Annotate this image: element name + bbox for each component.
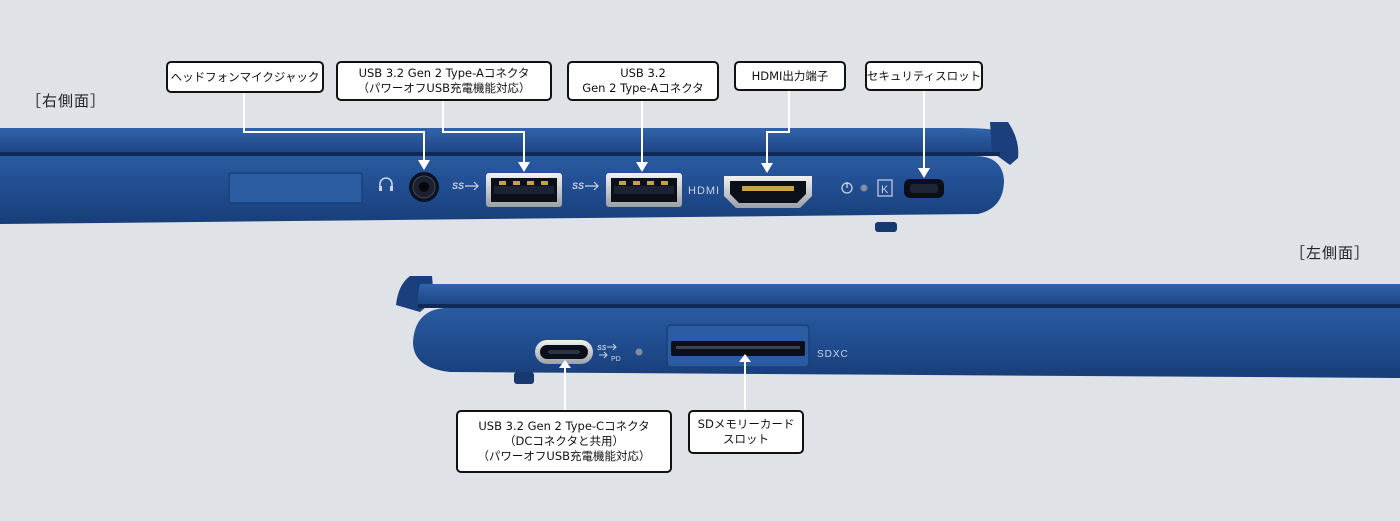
svg-text:K: K [881, 184, 889, 196]
callout-usb-a-line-2: Gen 2 Type-Aコネクタ [582, 81, 704, 95]
callout-hdmi: HDMI出力端子 [734, 61, 846, 91]
right-foot [875, 222, 897, 232]
sdxc-label: SDXC [817, 349, 849, 360]
right-hinge [990, 122, 1019, 165]
svg-text:PD: PD [611, 356, 621, 363]
svg-text:SS: SS [452, 181, 464, 191]
charge-led [635, 348, 643, 356]
right-side-laptop: SS SS [0, 122, 1019, 232]
callout-usb-a-poweroff-line-1: USB 3.2 Gen 2 Type-Aコネクタ [358, 66, 530, 80]
left-lid [418, 284, 1400, 304]
svg-text:SS: SS [597, 345, 607, 352]
security-slot [904, 179, 944, 198]
usb-a-port [606, 173, 682, 207]
left-foot [514, 372, 534, 384]
usb-c-port [535, 340, 593, 364]
ss-pd-icon: SS PD [597, 343, 621, 363]
callout-headphone-jack-line-1: ヘッドフォンマイクジャック [170, 69, 320, 84]
power-led-icon [841, 182, 868, 194]
leader-arrowheads [418, 160, 930, 368]
callout-security-slot: セキュリティスロット [865, 61, 983, 91]
left-seam [418, 304, 1400, 308]
right-seam [0, 152, 1000, 156]
callout-usb-a-line-1: USB 3.2 [620, 66, 666, 80]
leader-lines [243, 90, 925, 410]
callout-usb-c: USB 3.2 Gen 2 Type-Cコネクタ （DCコネクタと共用） （パワ… [456, 410, 672, 473]
headphone-icon [379, 177, 393, 191]
callout-usb-c-line-2: （DCコネクタと共用） [504, 434, 624, 448]
leader-hdmi [766, 90, 790, 167]
callout-usb-c-line-1: USB 3.2 Gen 2 Type-Cコネクタ [478, 419, 650, 433]
headphone-jack [409, 172, 439, 202]
left-side-laptop: SS PD SDXC [396, 276, 1400, 384]
callout-headphone-jack: ヘッドフォンマイクジャック [166, 61, 324, 93]
callout-sd-card: SDメモリーカード スロット [688, 410, 804, 454]
callout-sd-card-line-1: SDメモリーカード [697, 417, 795, 431]
hdmi-port-label: HDMI [688, 185, 720, 197]
left-base [413, 308, 1400, 378]
hdmi-port [724, 176, 812, 208]
kensington-lock-icon: K [877, 179, 893, 197]
callout-usb-a-poweroff-line-2: （パワーオフUSB充電機能対応） [357, 81, 531, 95]
callout-usb-a-poweroff: USB 3.2 Gen 2 Type-Aコネクタ （パワーオフUSB充電機能対応… [336, 61, 552, 101]
right-side-label: ［右側面］ [26, 92, 107, 110]
right-lid [0, 128, 1002, 152]
speaker-grille [228, 172, 363, 204]
sd-card-slot [671, 341, 805, 356]
callout-usb-a: USB 3.2 Gen 2 Type-Aコネクタ [567, 61, 719, 101]
left-side-label: ［左側面］ [1290, 244, 1371, 262]
callout-security-slot-line-1: セキュリティスロット [866, 68, 982, 83]
ss-usb-icon-1: SS [452, 181, 479, 191]
leader-headphone [243, 93, 425, 164]
svg-text:SS: SS [572, 181, 584, 191]
ss-usb-icon-2: SS [572, 181, 599, 191]
leader-usb-a-poweroff [442, 101, 525, 166]
usb-a-port-poweroff [486, 173, 562, 207]
callout-hdmi-line-1: HDMI出力端子 [751, 68, 829, 83]
callout-usb-c-line-3: （パワーオフUSB充電機能対応） [477, 449, 651, 463]
callout-sd-card-line-2: スロット [723, 432, 769, 446]
